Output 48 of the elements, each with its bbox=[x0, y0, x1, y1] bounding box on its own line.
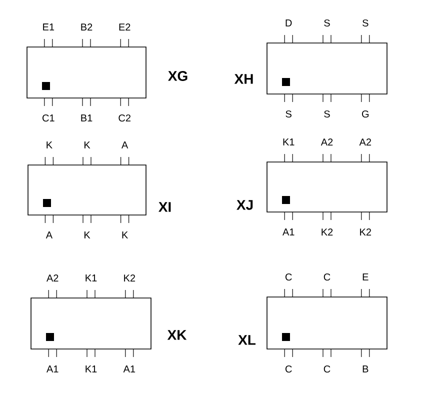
pin-label: C2 bbox=[118, 114, 130, 122]
pin-label: G bbox=[362, 110, 369, 118]
pin-label: A2 bbox=[359, 138, 372, 146]
pin-label: K2 bbox=[124, 274, 136, 282]
pin-label: A2 bbox=[46, 274, 58, 282]
pin-label: K2 bbox=[322, 228, 333, 236]
pin-label: K bbox=[122, 232, 128, 238]
pin-label: S bbox=[324, 110, 330, 118]
package-name: XK bbox=[167, 330, 187, 340]
package-outline bbox=[28, 164, 146, 216]
pin-label: K bbox=[46, 142, 52, 148]
pin-label: E1 bbox=[43, 24, 54, 30]
pin-label: K1 bbox=[86, 274, 97, 282]
pin-label: C bbox=[324, 273, 330, 281]
package-outline bbox=[266, 162, 388, 212]
pin-label: K1 bbox=[283, 138, 294, 146]
pin-label: E2 bbox=[119, 24, 130, 30]
package-outline bbox=[26, 46, 146, 98]
pin-label: K2 bbox=[360, 228, 372, 236]
pin-label: C bbox=[286, 273, 292, 281]
pin-label: K bbox=[84, 142, 90, 148]
package-outline bbox=[266, 42, 388, 94]
pin-label: C bbox=[286, 365, 292, 373]
pin-label: K bbox=[84, 232, 90, 238]
package-name: XL bbox=[238, 335, 256, 345]
package-name: XG bbox=[168, 71, 188, 81]
package-name: XH bbox=[234, 74, 253, 84]
package-name: XI bbox=[158, 202, 171, 212]
pin-label: S bbox=[286, 110, 292, 118]
package-outline bbox=[30, 298, 152, 350]
pin-label: K1 bbox=[86, 366, 97, 372]
pin-label: C bbox=[324, 365, 330, 373]
pin-label: A bbox=[46, 232, 53, 238]
pin-label: B1 bbox=[81, 114, 92, 122]
pin-label: C1 bbox=[42, 114, 54, 122]
pin-label: A1 bbox=[123, 366, 136, 372]
pin-label: A1 bbox=[46, 366, 58, 372]
pin-label: D bbox=[286, 20, 292, 26]
pin-label: A2 bbox=[320, 138, 333, 146]
package-outline bbox=[266, 296, 388, 350]
package-name: XJ bbox=[236, 200, 253, 210]
pin-label: A1 bbox=[282, 228, 294, 236]
pin-label: E bbox=[362, 274, 368, 280]
pin-label: S bbox=[324, 19, 330, 27]
pin-label: B2 bbox=[81, 24, 92, 30]
pin-label: B bbox=[362, 366, 368, 372]
pin-label: S bbox=[362, 19, 368, 27]
pin-label: A bbox=[121, 142, 128, 148]
